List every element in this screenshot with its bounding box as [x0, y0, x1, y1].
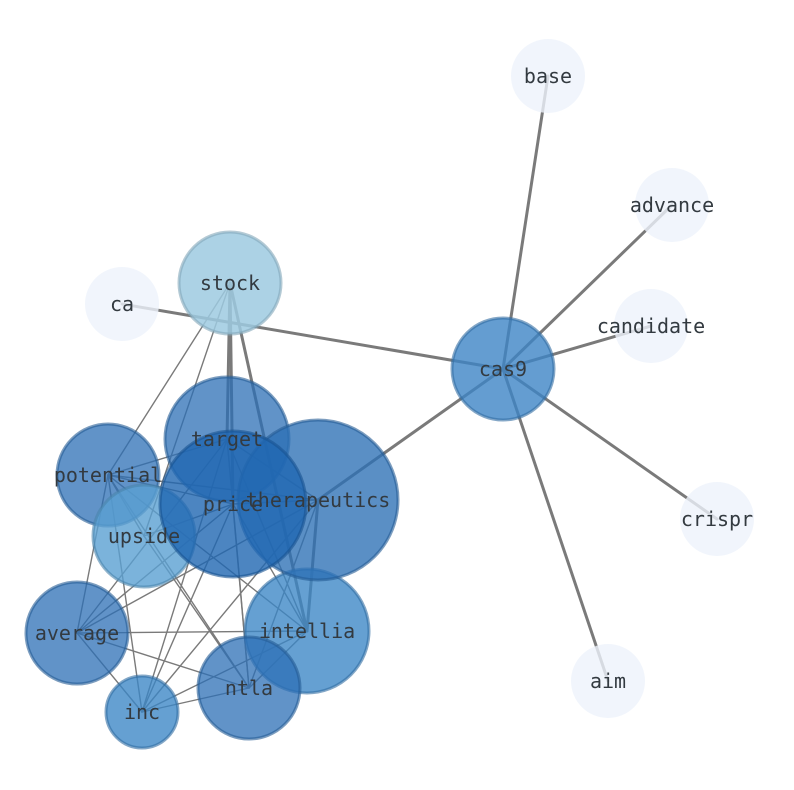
- node-advance[interactable]: [635, 168, 709, 242]
- node-label-ca: ca: [110, 292, 134, 316]
- node-label-crispr: crispr: [681, 507, 753, 531]
- node-label-target: target: [191, 427, 263, 451]
- node-base[interactable]: [511, 39, 585, 113]
- node-label-base: base: [524, 64, 572, 88]
- node-price[interactable]: [158, 429, 308, 579]
- node-label-advance: advance: [630, 193, 714, 217]
- node-average[interactable]: [24, 580, 130, 686]
- node-label-inc: inc: [124, 700, 160, 724]
- node-label-price: price: [203, 492, 263, 516]
- node-stock[interactable]: [177, 230, 283, 336]
- edge-cas9-aim: [501, 367, 610, 683]
- edge-cas9-ca: [120, 302, 505, 371]
- node-label-stock: stock: [200, 271, 260, 295]
- node-layer: [24, 39, 754, 750]
- node-label-aim: aim: [590, 669, 626, 693]
- node-label-cas9: cas9: [479, 357, 527, 381]
- node-candidate[interactable]: [614, 289, 688, 363]
- node-ca[interactable]: [85, 267, 159, 341]
- node-aim[interactable]: [571, 644, 645, 718]
- label-layer: base advance candidate crispr aim ca stock cas9…: [35, 64, 753, 724]
- node-label-candidate: candidate: [597, 314, 705, 338]
- node-label-potential: potential: [54, 463, 162, 487]
- node-label-ntla: ntla: [225, 676, 273, 700]
- node-cas9[interactable]: [450, 316, 556, 422]
- node-label-average: average: [35, 621, 119, 645]
- node-inc[interactable]: [104, 674, 180, 750]
- node-label-upside: upside: [108, 524, 180, 548]
- node-label-therapeutics: therapeutics: [246, 488, 391, 512]
- node-ntla[interactable]: [196, 635, 302, 741]
- node-label-intellia: intellia: [259, 619, 355, 643]
- node-crispr[interactable]: [680, 482, 754, 556]
- edge-layer: [76, 74, 719, 713]
